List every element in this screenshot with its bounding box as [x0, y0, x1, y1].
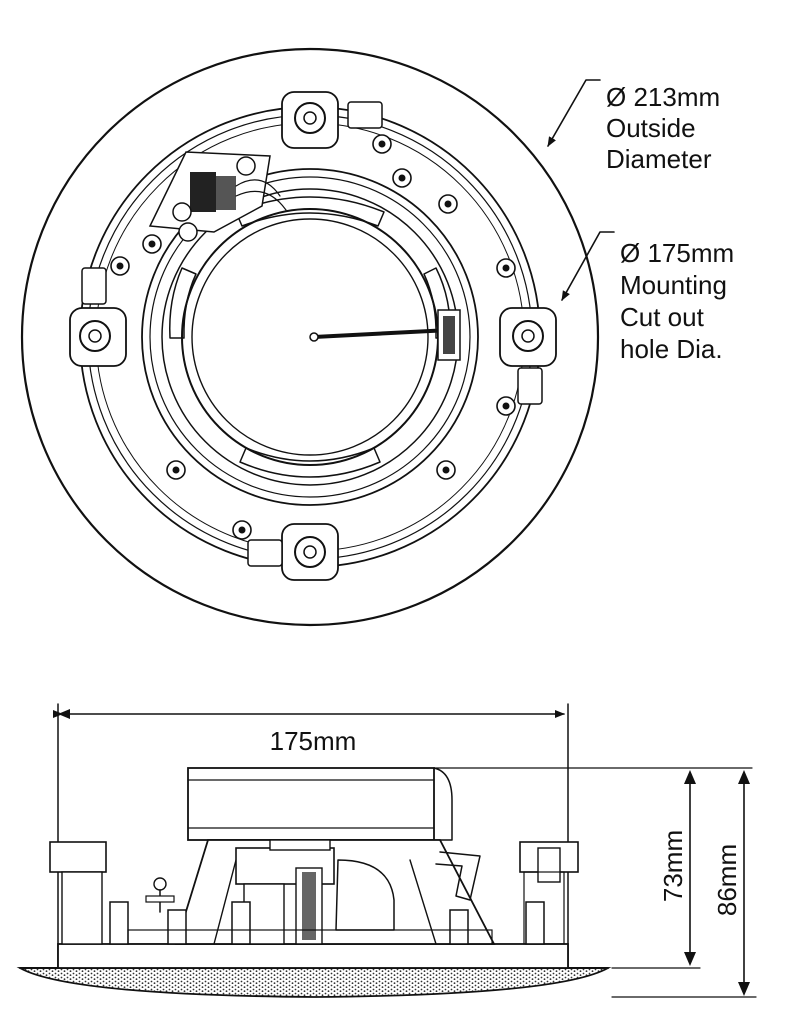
- outside-diameter-line2: Outside: [606, 113, 696, 143]
- magnet-housing: [187, 767, 435, 841]
- inner-frame: [141, 168, 479, 506]
- baffle: [57, 943, 569, 969]
- side-view: 175mm: [16, 703, 757, 998]
- outside-diameter-leader: [547, 79, 601, 147]
- cutout-line1: Ø 175mm: [620, 238, 734, 268]
- cutout-line4: hole Dia.: [620, 334, 723, 364]
- cutout-line2: Mounting: [620, 270, 727, 300]
- cutout-line3: Cut out: [620, 302, 705, 332]
- cutout-leader: [561, 231, 615, 301]
- outer-bezel: [20, 47, 600, 627]
- screws: [110, 134, 516, 540]
- terminal-block: [148, 151, 287, 242]
- outside-diameter-line3: Diameter: [606, 144, 712, 174]
- clamp-left: [69, 267, 127, 367]
- width-label: 175mm: [270, 726, 357, 756]
- body-height-label: 73mm: [658, 830, 688, 902]
- grille: [16, 967, 612, 998]
- side-clamp-left: [49, 841, 107, 873]
- clamp-right: [499, 307, 557, 405]
- top-view: Ø 213mm Outside Diameter Ø 175mm Mountin…: [20, 47, 734, 627]
- total-height-label: 86mm: [712, 844, 742, 916]
- outside-diameter-line1: Ø 213mm: [606, 82, 720, 112]
- clamp-bottom: [247, 523, 339, 581]
- clamp-top: [281, 91, 383, 149]
- basket: [174, 839, 496, 945]
